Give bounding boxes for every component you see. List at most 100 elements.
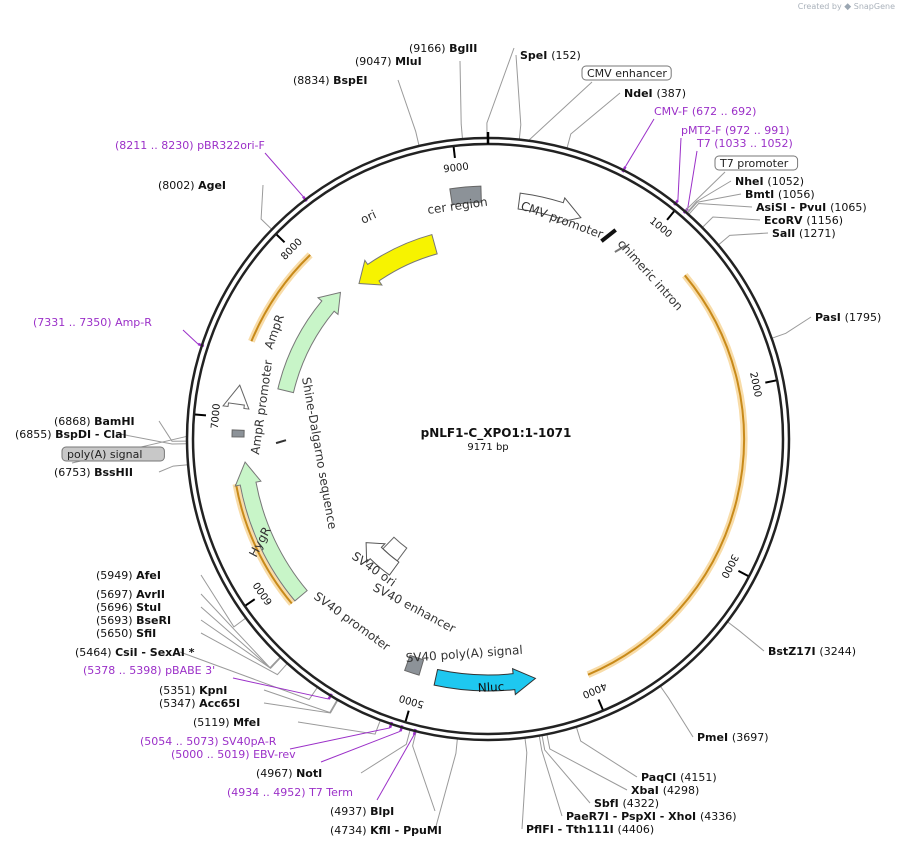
ampr-arrow[interactable] [277,291,342,394]
cmv-promoter-arrow[interactable] [517,192,582,224]
enzyme-position: (5650) [96,627,136,640]
enzyme-label[interactable]: (5696) StuI [96,601,161,614]
enzyme-label[interactable]: PaqCI (4151) [641,771,717,784]
enzyme-leader-line [771,316,812,339]
enzyme-name: BamHI [94,415,135,428]
enzyme-leader-line [659,685,694,738]
primer-label[interactable]: pMT2-F (972 .. 991) [681,124,790,137]
enzyme-name: AgeI [198,179,226,192]
primer-label[interactable]: (8211 .. 8230) pBR322ori-F [115,139,265,152]
enzyme-label[interactable]: AsiSI - PvuI (1065) [756,201,867,214]
primer-label[interactable]: (5000 .. 5019) EBV-rev [171,748,296,761]
nluc-arrow[interactable] [433,667,537,696]
enzyme-position: (5351) [159,684,199,697]
enzyme-label[interactable]: (6753) BssHII [54,466,133,479]
primer-range: (672 .. 692) [692,105,757,118]
primer-name: pBR322ori-F [197,139,265,152]
enzyme-label[interactable]: (5650) SfiI [96,627,156,640]
enzyme-label[interactable]: (4937) BlpI [330,805,394,818]
enzyme-label[interactable]: (6855) BspDI - ClaI [15,428,127,441]
primer-range: (8211 .. 8230) [115,139,197,152]
enzyme-position: (5464) [75,646,115,659]
feature-box-label[interactable]: CMV enhancer [587,67,667,80]
enzyme-name: SalI [772,227,799,240]
enzyme-position: (5693) [96,614,136,627]
enzyme-label[interactable]: (8002) AgeI [158,179,226,192]
enzyme-label[interactable]: (5351) KpnI [159,684,227,697]
enzyme-label[interactable]: (5464) CsiI - SexAI * [75,646,195,659]
primer-name: pMT2-F [681,124,725,137]
enzyme-label[interactable]: (5949) AfeI [96,569,161,582]
sv40-promoter-arrow[interactable] [365,542,400,576]
enzyme-label[interactable]: (5119) MfeI [193,716,260,729]
ampr-promoter-arrow[interactable] [222,384,250,410]
enzyme-position: (1052) [767,175,804,188]
tick-mark [452,146,456,159]
primer-range: (5378 .. 5398) [83,664,165,677]
primer-label[interactable]: (4934 .. 4952) T7 Term [227,786,353,799]
enzyme-position: (5696) [96,601,136,614]
polya-signal-box[interactable] [231,429,245,438]
sv40-polya-box[interactable] [404,654,425,676]
enzyme-label[interactable]: PaeR7I - PspXI - XhoI (4336) [566,810,737,823]
feature-box-label[interactable]: T7 promoter [719,157,789,170]
snapgene-credit: Created by ◆ SnapGene [798,2,895,12]
enzyme-label[interactable]: PmeI (3697) [697,731,769,744]
primer-leader-line [376,734,415,801]
enzyme-label[interactable]: (4967) NotI [256,767,322,780]
enzyme-label[interactable]: (5347) Acc65I [159,697,240,710]
nluc-label: Nluc [477,680,504,695]
enzyme-label[interactable]: EcoRV (1156) [764,214,843,227]
enzyme-leader-line [434,738,458,831]
enzyme-label[interactable]: BmtI (1056) [745,188,815,201]
primer-range: (5000 .. 5019) [171,748,253,761]
primer-name: SV40pA-R [222,735,277,748]
primer-label[interactable]: T7 (1033 .. 1052) [696,137,793,150]
enzyme-leader-line [179,651,319,701]
cer-region-box[interactable] [449,185,482,206]
enzyme-label[interactable]: SbfI (4322) [594,797,659,810]
enzyme-label[interactable]: NheI (1052) [735,175,804,188]
primer-label[interactable]: (5054 .. 5073) SV40pA-R [140,735,277,748]
feature-label-box [61,446,165,462]
ampr-promoter-label: AmpR promoter [248,359,275,455]
primer-leader-line [687,150,698,209]
enzyme-label[interactable]: (9166) BglII [409,42,477,55]
enzyme-leader-line [260,184,273,230]
enzyme-name: StuI [136,601,161,614]
enzyme-label[interactable]: (5697) AvrII [96,588,165,601]
enzyme-position: (4406) [618,823,655,836]
enzyme-name: AvrII [136,588,165,601]
primer-label[interactable]: CMV-F (672 .. 692) [654,105,756,118]
enzyme-name: BlpI [370,805,394,818]
enzyme-position: (4937) [330,805,370,818]
primer-label[interactable]: (7331 .. 7350) Amp-R [33,316,152,329]
enzyme-label[interactable]: (8834) BspEI [293,74,368,87]
tick-label: 9000 [443,161,470,175]
feature-label-box [714,155,799,171]
enzyme-label[interactable]: (5693) BseRI [96,614,171,627]
ori-arrow[interactable] [358,233,438,286]
enzyme-label[interactable]: NdeI (387) [624,87,686,100]
enzyme-name: SpeI [520,49,551,62]
enzyme-label[interactable]: (6868) BamHI [54,415,135,428]
enzyme-leader-line [515,54,522,140]
tick-label: 6000 [252,580,275,607]
primer-range: (1033 .. 1052) [714,137,793,150]
enzyme-label[interactable]: PasI (1795) [815,311,881,324]
sv40-promoter-label: SV40 promoter [311,589,393,654]
enzyme-label[interactable]: PflFI - Tth111I (4406) [526,823,654,836]
tick-mark [275,233,286,244]
enzyme-label[interactable]: (4734) KflI - PpuMI [330,824,442,837]
hygr-arrow[interactable] [234,461,308,602]
primer-label[interactable]: (5378 .. 5398) pBABE 3' [83,664,215,677]
enzyme-position: (3697) [732,731,769,744]
enzyme-label[interactable]: SalI (1271) [772,227,836,240]
enzyme-label[interactable]: (9047) MluI [355,55,422,68]
enzyme-label[interactable]: BstZ17I (3244) [768,645,856,658]
ori-label: ori [358,207,378,226]
enzyme-label[interactable]: XbaI (4298) [631,784,699,797]
enzyme-label[interactable]: SpeI (152) [520,49,581,62]
enzyme-position: (1056) [778,188,815,201]
feature-box-label[interactable]: poly(A) signal [67,448,142,461]
